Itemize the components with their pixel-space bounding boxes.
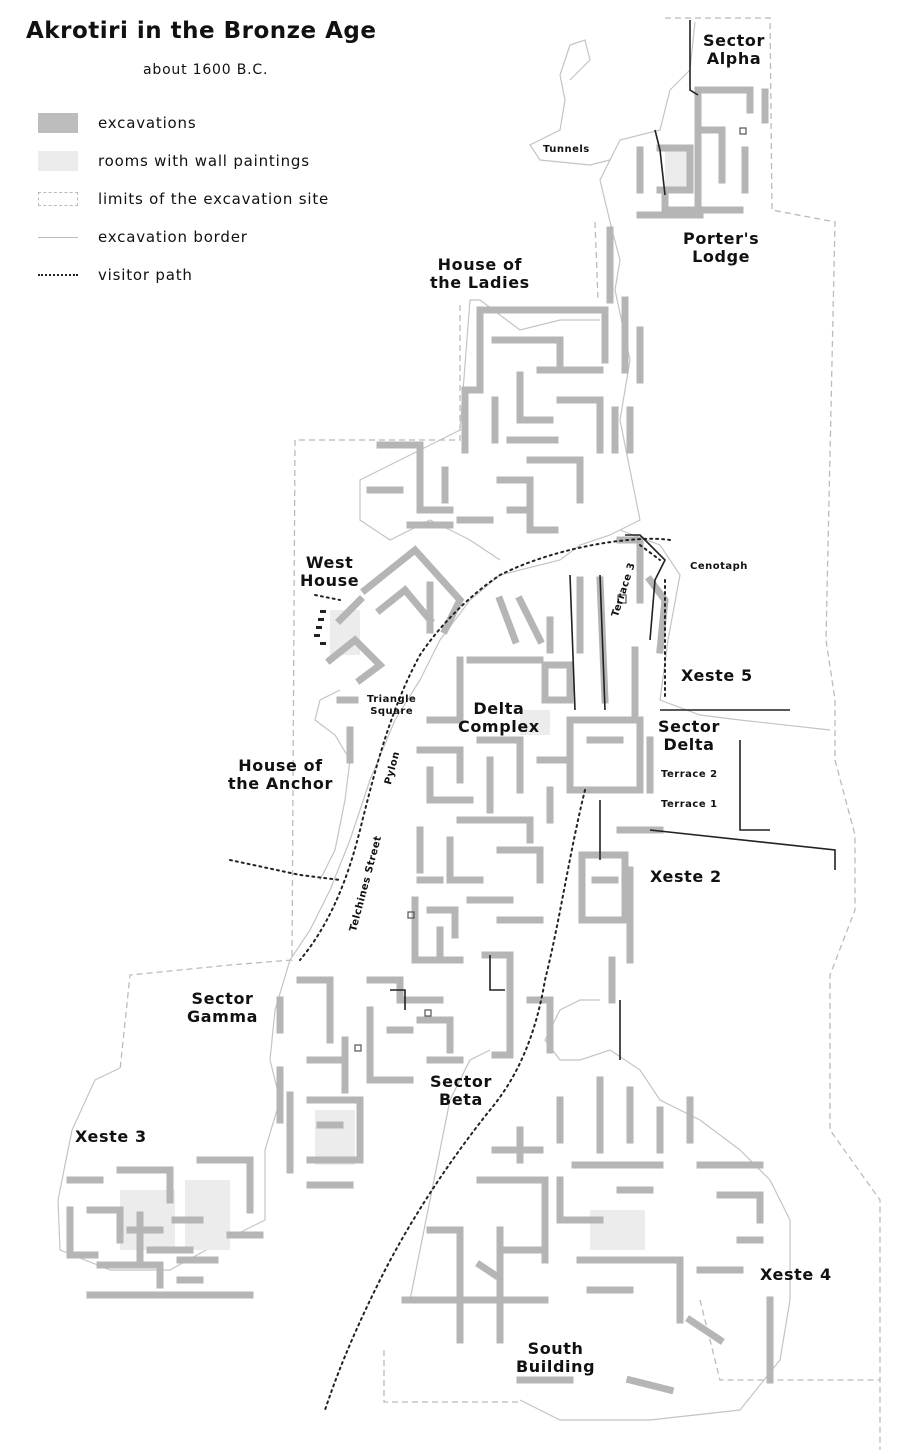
visitor-path-lines [229, 537, 671, 1411]
legend-label: excavation border [98, 228, 248, 246]
legend-swatch-site-limits [38, 192, 78, 206]
legend-swatch-excavation-border [38, 236, 78, 238]
label-west-house: West House [300, 553, 360, 591]
label-delta-complex: Delta Complex [458, 699, 540, 737]
label-porters-lodge: Porter's Lodge [683, 229, 760, 267]
label-terrace-2: Terrace 2 [661, 769, 718, 780]
label-house-of-the-anchor: House of the Anchor [228, 756, 333, 794]
legend-swatch-excavations [38, 113, 78, 133]
label-cenotaph: Cenotaph [690, 561, 748, 572]
legend-row-wall-paintings: rooms with wall paintings [38, 150, 310, 172]
legend-label: rooms with wall paintings [98, 152, 310, 170]
legend-row-excavations: excavations [38, 112, 196, 134]
site-limit-lines [119, 17, 881, 1450]
dark-wall-lines [390, 20, 836, 1060]
label-terrace-1: Terrace 1 [661, 799, 718, 810]
legend-label: limits of the excavation site [98, 190, 330, 208]
legend-row-excavation-border: excavation border [38, 226, 248, 248]
label-xeste-5: Xeste 5 [681, 666, 753, 685]
legend-swatch-wall-paintings [38, 151, 78, 171]
label-triangle-square: Triangle Square [367, 694, 417, 717]
detail-marks [354, 127, 747, 1052]
map-title: Akrotiri in the Bronze Age [26, 18, 377, 44]
excavation-walls [66, 86, 774, 1395]
label-house-of-the-ladies: House of the Ladies [430, 255, 530, 293]
legend-swatch-visitor-path [38, 274, 78, 276]
legend-label: excavations [98, 114, 197, 132]
label-xeste-2: Xeste 2 [650, 867, 722, 886]
label-sector-beta: Sector Beta [430, 1072, 492, 1110]
stepped-wall-marks [314, 610, 326, 645]
label-sector-gamma: Sector Gamma [187, 989, 259, 1027]
label-sector-delta: Sector Delta [658, 717, 720, 755]
legend-label: visitor path [98, 266, 193, 284]
map-subtitle: about 1600 B.C. [143, 62, 269, 78]
label-xeste-4: Xeste 4 [760, 1265, 832, 1284]
legend-row-site-limits: limits of the excavation site [38, 188, 329, 210]
label-south-building: South Building [516, 1339, 596, 1377]
label-tunnels: Tunnels [543, 144, 590, 155]
label-sector-alpha: Sector Alpha [703, 31, 765, 69]
label-xeste-3: Xeste 3 [75, 1127, 147, 1146]
legend-row-visitor-path: visitor path [38, 264, 193, 286]
